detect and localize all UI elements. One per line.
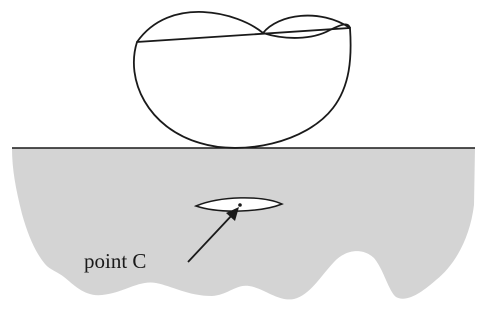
- ground-region: [12, 148, 475, 300]
- point-c-label: point C: [84, 249, 146, 273]
- point-c-dot: [238, 203, 242, 207]
- bowl-body: [133, 27, 352, 149]
- point-c-arrow-line: [187, 213, 234, 263]
- bowl-rim: [136, 11, 351, 43]
- point-c-arrowhead: [226, 207, 239, 221]
- bowl-inner-rim: [262, 14, 351, 34]
- bowl-indenter: [133, 11, 352, 149]
